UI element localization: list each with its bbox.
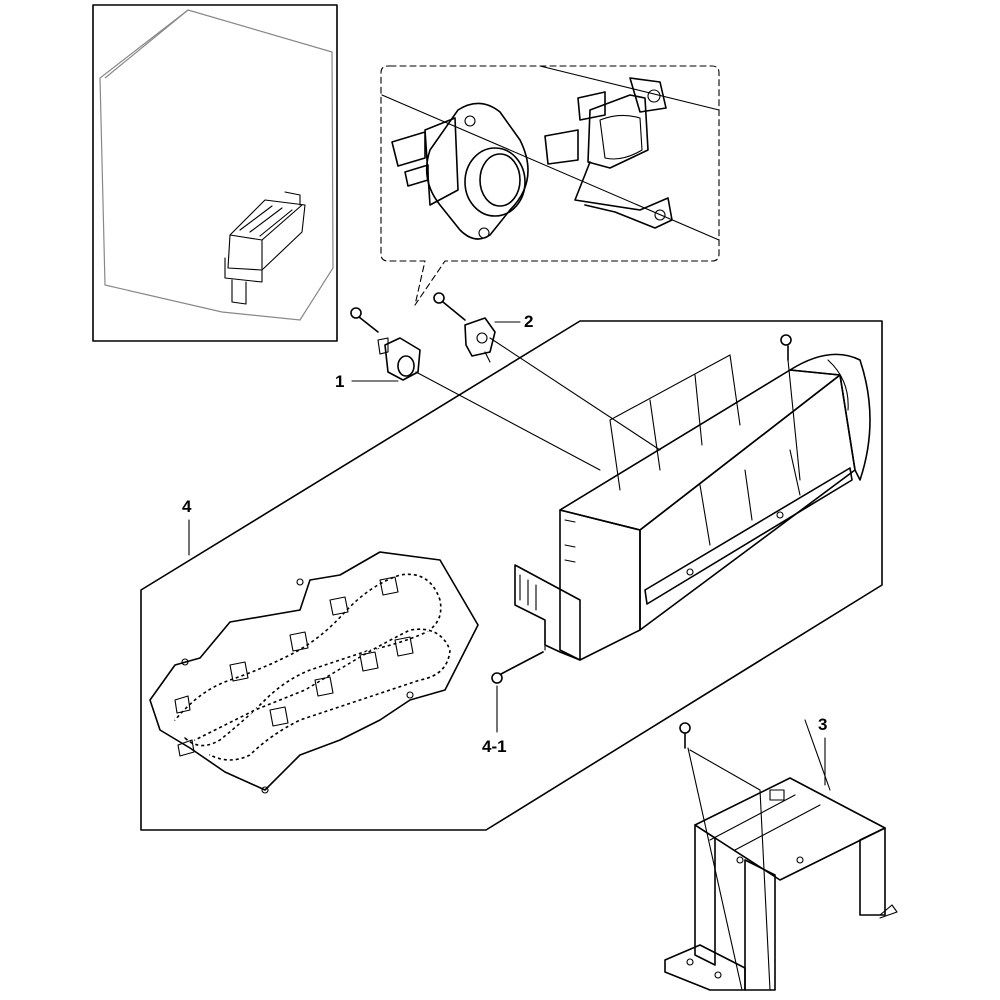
callout-2-label: 2 bbox=[524, 312, 533, 331]
callout-2: 2 bbox=[494, 312, 533, 331]
callout-3: 3 bbox=[818, 715, 827, 786]
thermostat-zoom-inset bbox=[380, 65, 720, 306]
callout-4-label: 4 bbox=[182, 497, 192, 516]
screw-2 bbox=[433, 292, 466, 321]
callout-3-label: 3 bbox=[818, 715, 827, 734]
screw-1 bbox=[350, 307, 379, 333]
callout-4-1: 4-1 bbox=[482, 685, 507, 756]
callout-1: 1 bbox=[335, 372, 399, 391]
screw-part-4-1 bbox=[491, 651, 544, 684]
mounting-bracket-part-3 bbox=[664, 719, 898, 991]
thermostat-part-1 bbox=[350, 307, 421, 381]
housing-screw bbox=[780, 334, 801, 481]
heater-element-part-4 bbox=[149, 551, 479, 794]
callout-4-1-label: 4-1 bbox=[482, 737, 507, 756]
thermostat-1-zoom bbox=[391, 102, 529, 240]
callout-4: 4 bbox=[182, 497, 192, 556]
overview-inset bbox=[92, 4, 338, 342]
thermostat-2-zoom bbox=[544, 77, 673, 229]
overview-heater-icon bbox=[224, 191, 306, 305]
callout-1-label: 1 bbox=[335, 372, 344, 391]
heater-assembly-boundary bbox=[140, 320, 883, 831]
heater-duct-housing bbox=[514, 334, 871, 661]
thermostat-part-2 bbox=[433, 292, 496, 363]
